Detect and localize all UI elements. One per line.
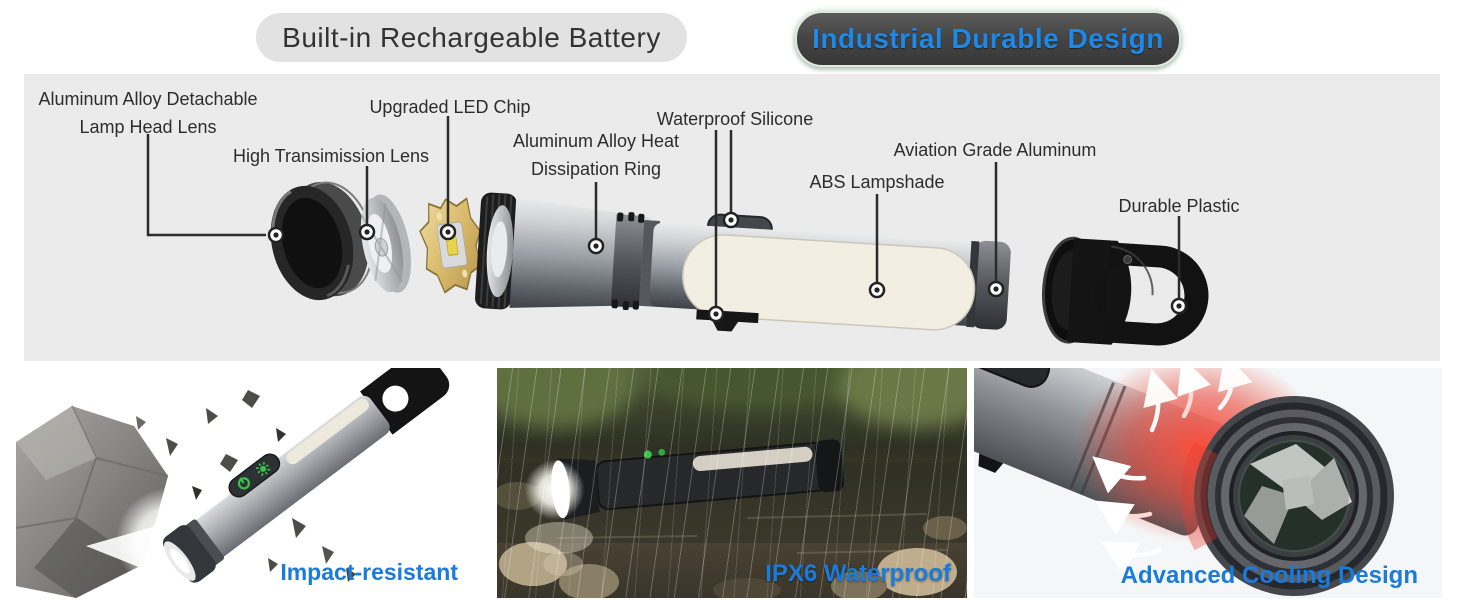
power-icon [237,477,251,490]
button-panel [228,453,281,498]
callout-lamp-head-lens: Aluminum Alloy Detachable Lamp Head Lens [38,89,258,137]
callout-high-transmission-lens: High Transimission Lens [232,146,430,166]
impact-flashlight [162,368,450,583]
impact-scene [16,368,450,598]
callout-waterproof-silicone: Waterproof Silicone [656,109,814,129]
caption-ipx6-waterproof: IPX6 Waterproof [765,560,951,587]
callout-durable-plastic: Durable Plastic [1118,196,1240,216]
callout-led-chip: Upgraded LED Chip [369,97,531,117]
callout-abs-lampshade: ABS Lampshade [809,172,945,192]
callout-heat-dissipation-ring: Aluminum Alloy Heat Dissipation Ring [512,131,680,179]
stones [497,482,967,598]
cooling-scene [974,368,1394,596]
badge-rechargeable-battery: Built-in Rechargeable Battery [256,13,687,62]
airflow-arrows [1092,368,1253,575]
cooling-head [1180,396,1394,596]
caption-advanced-cooling: Advanced Cooling Design [1120,562,1418,589]
stream-scene [497,439,967,598]
tail-carabiner [360,368,450,435]
reflector-petals [1244,444,1352,544]
caption-impact-resistant: Impact-resistant [280,559,458,585]
light-mode-icon [255,461,271,477]
callout-aviation-grade-aluminum: Aviation Grade Aluminum [893,140,1097,160]
photo-ipx6-waterproof: IPX6 Waterproof [497,368,967,598]
water-flashlight [524,439,845,521]
photo-impact-resistant: Impact-resistant [16,368,480,598]
badge-industrial-durable-design: Industrial Durable Design [795,11,1181,67]
photo-advanced-cooling: Advanced Cooling Design [974,368,1442,598]
rain-overlay [497,368,967,598]
